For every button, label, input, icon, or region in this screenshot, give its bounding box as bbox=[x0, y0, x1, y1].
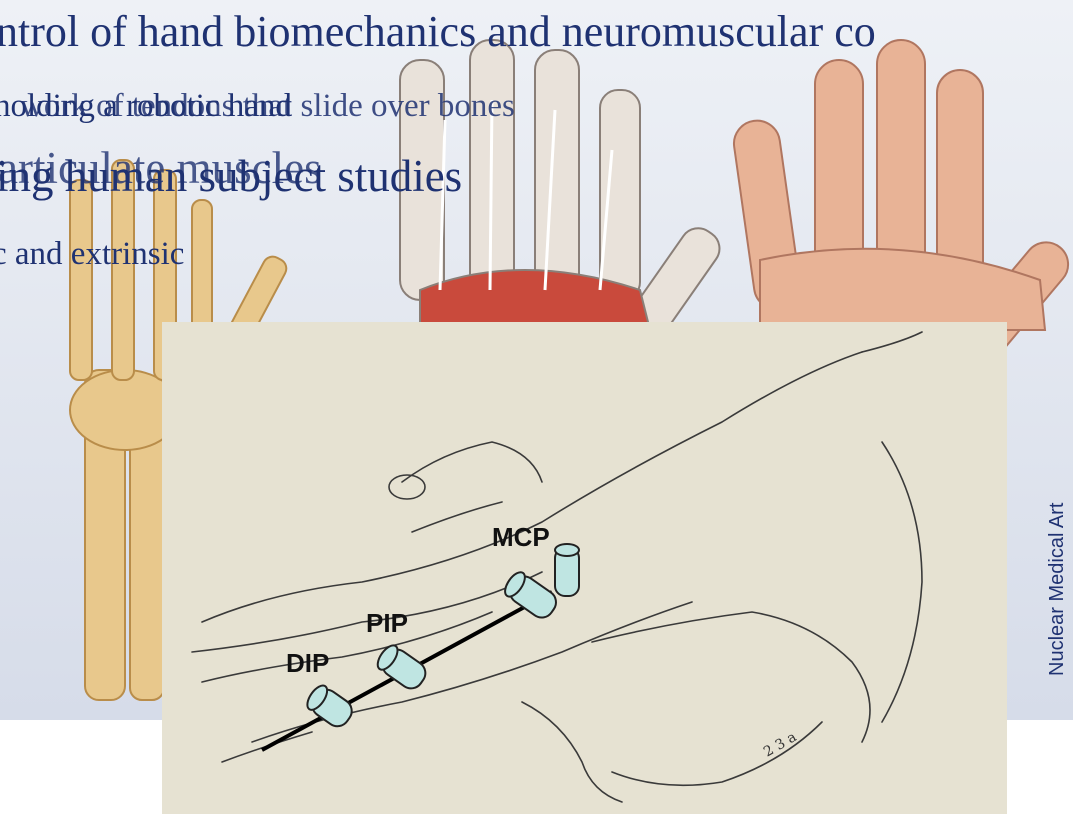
joint-diagram-panel: MCP PIP DIP 2 3 a bbox=[162, 322, 1007, 814]
overlapped-fragment-1: work of tendons that slide over bones bbox=[20, 88, 515, 125]
overlapped-fragment-2: articulate muscles bbox=[0, 142, 322, 194]
joint-cylinders bbox=[303, 544, 579, 731]
pip-label: PIP bbox=[366, 608, 408, 638]
mcp-label: MCP bbox=[492, 522, 550, 552]
title-line-4: c and extrinsic bbox=[0, 236, 184, 273]
mcp-joint-cylinder-2 bbox=[555, 544, 579, 596]
image-credit: Nuclear Medical Art bbox=[1046, 503, 1069, 676]
title-line-1: ntrol of hand biomechanics and neuromusc… bbox=[0, 6, 876, 57]
dip-label: DIP bbox=[286, 648, 329, 678]
